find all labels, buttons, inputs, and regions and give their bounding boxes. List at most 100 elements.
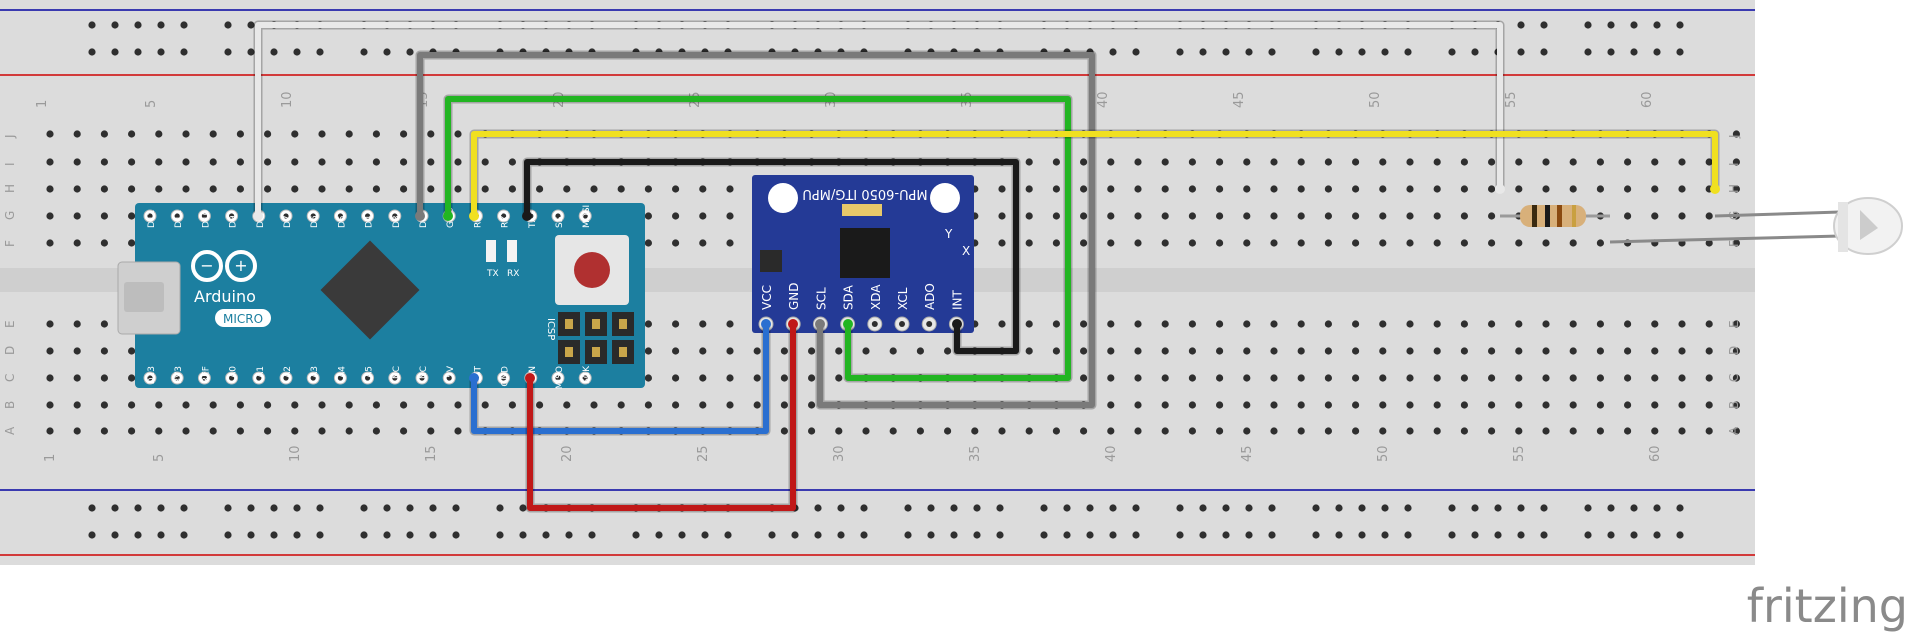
breadboard-hole [318,185,326,193]
wire-blue [471,321,769,434]
axis-y-label: Y [944,227,953,241]
breadboard-hole [1352,320,1360,328]
breadboard-hole [291,427,299,435]
breadboard-hole [1488,427,1496,435]
rail-hole [655,531,663,539]
breadboard-hole [236,185,244,193]
mpu-pin-hole [926,321,933,327]
breadboard-hole [318,401,326,409]
arduino-pin-hole [147,213,153,219]
arduino-pin-label: D8 [256,215,266,228]
rail-hole [360,48,368,56]
rail-hole [406,504,414,512]
arduino-pin-hole [501,375,507,381]
arduino-pin-label: D2 [419,215,429,228]
breadboard-hole [1624,401,1632,409]
breadboard-hole [318,158,326,166]
rail-hole [1109,531,1117,539]
breadboard-hole [1705,347,1713,355]
rail-hole [1245,504,1253,512]
rail-hole [224,21,232,29]
column-label-top: 55 [1504,91,1519,108]
rail-hole [88,48,96,56]
breadboard-hole [1596,239,1604,247]
column-label-bottom: 25 [696,445,711,462]
breadboard-hole [1678,347,1686,355]
breadboard-hole [73,212,81,220]
breadboard-hole [1134,185,1142,193]
arduino-pin-label: MISO [555,366,565,389]
breadboard-hole [726,320,734,328]
icsp-pin-contact [619,347,627,357]
breadboard-hole [1107,320,1115,328]
rail-hole [316,531,324,539]
breadboard-hole [1134,239,1142,247]
rail-hole [452,531,460,539]
breadboard-hole [1188,239,1196,247]
led [1609,197,1903,255]
breadboard-hole [1488,347,1496,355]
breadboard-hole [1406,158,1414,166]
breadboard-hole [1515,347,1523,355]
breadboard-hole [644,320,653,328]
rail-hole [88,531,96,539]
row-label: F [3,240,17,247]
arduino-pin-label: D10 [201,209,211,228]
breadboard-hole [726,185,734,193]
breadboard-hole [1080,374,1088,382]
breadboard-hole [644,212,653,220]
breadboard-hole [1542,427,1550,435]
breadboard-hole [672,185,680,193]
breadboard-hole [481,158,489,166]
wire-end-green [843,319,853,329]
rail-hole [1494,504,1502,512]
breadboard-hole [155,401,163,409]
rail-hole [1312,48,1320,56]
rail-hole [1404,48,1412,56]
breadboard-hole [1433,158,1441,166]
mpu-mount-hole-left [768,183,798,213]
breadboard-hole [1161,427,1169,435]
breadboard-hole [1542,347,1550,355]
rail-hole [1040,504,1048,512]
breadboard-hole [1433,212,1441,220]
icsp-pin-contact [592,319,600,329]
icsp-label: ICSP [545,318,556,340]
arduino-pin-hole [555,375,561,381]
mpu-mount-hole-right [930,183,960,213]
breadboard-hole [1052,158,1060,166]
breadboard-hole [672,347,680,355]
rail-hole [1063,531,1071,539]
breadboard-hole [998,320,1006,328]
arduino-pin-label: A5 [365,366,375,378]
wire-end-yellow [1710,184,1720,194]
rail-hole [247,21,255,29]
breadboard-hole [1161,185,1169,193]
rail-hole [1676,504,1684,512]
breadboard-hole [1134,212,1142,220]
breadboard-hole [1379,427,1387,435]
breadboard-hole [1705,374,1713,382]
breadboard-hole [1188,401,1196,409]
rail-hole [157,531,165,539]
breadboard-hole [1732,320,1740,328]
rail-hole [1448,48,1456,56]
breadboard-hole [1297,374,1305,382]
breadboard-hole [1324,320,1332,328]
breadboard-hole [1216,347,1224,355]
breadboard-hole [1161,212,1169,220]
wire-end-black [952,319,962,329]
rail-hole [1176,48,1184,56]
row-label: H [3,184,17,193]
breadboard-hole [699,212,707,220]
arduino-pin-hole [337,213,343,219]
breadboard-hole [236,130,244,138]
breadboard-hole [1379,239,1387,247]
breadboard-hole [264,401,272,409]
breadboard-hole [1732,374,1740,382]
breadboard-hole [1732,185,1740,193]
breadboard-hole [780,401,789,409]
breadboard-hole [1080,347,1088,355]
rail-hole [496,504,504,512]
breadboard-hole [155,158,163,166]
